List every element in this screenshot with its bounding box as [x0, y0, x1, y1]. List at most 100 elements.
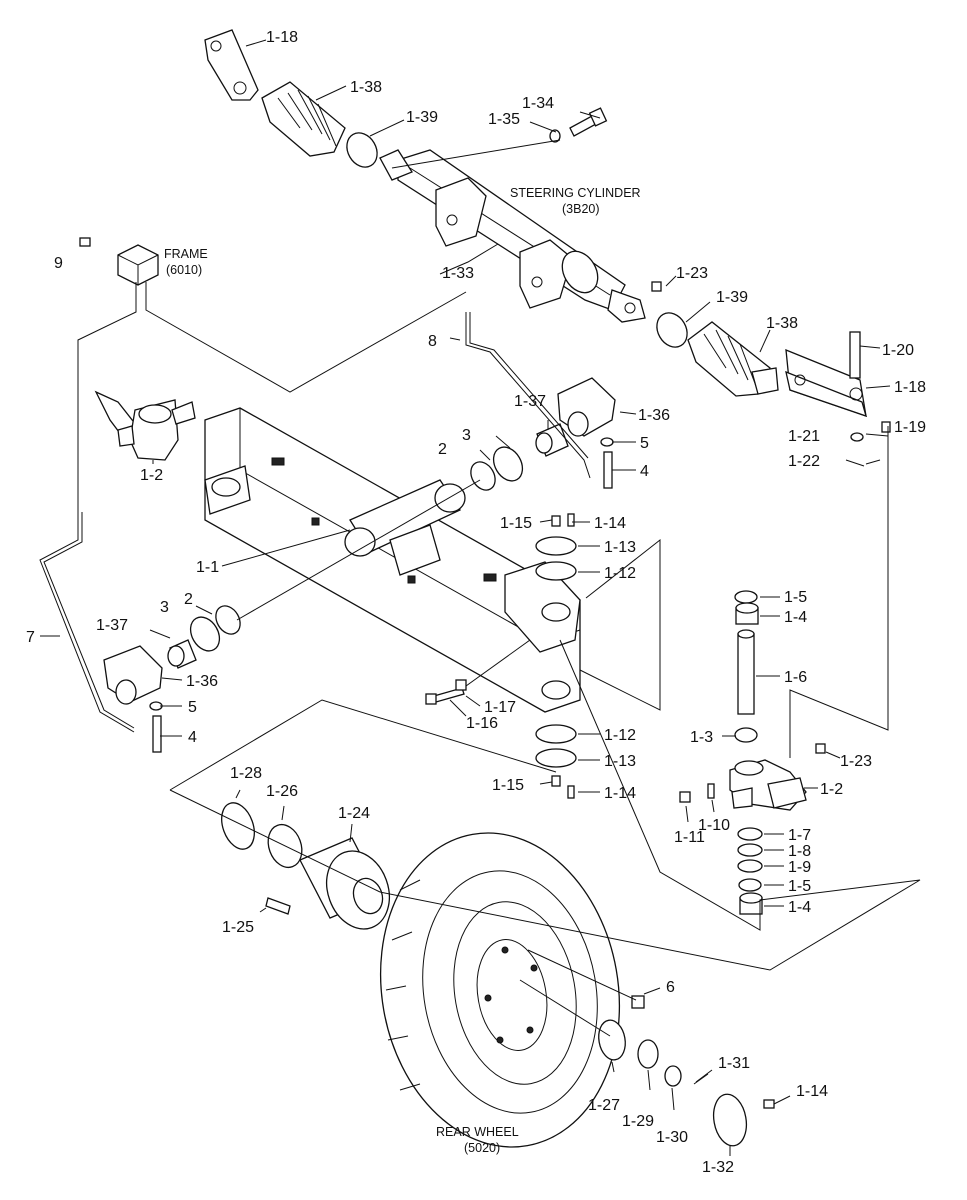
seal-2-upper [470, 461, 496, 491]
rear-wheel-label: REAR WHEEL [436, 1125, 519, 1139]
bolt-1-16 [425, 687, 465, 705]
callout-1-22: 1-22 [788, 453, 820, 470]
callout-4-upper: 4 [640, 463, 649, 480]
callout-1-23-right: 1-23 [840, 753, 872, 770]
callout-1-9: 1-9 [788, 859, 811, 876]
steering-cylinder-code: (3B20) [562, 202, 600, 216]
callout-6: 6 [666, 979, 675, 996]
cylinder-rod-left [379, 149, 413, 181]
knuckle-1-2-right [729, 759, 807, 811]
nipple-1-23-top [651, 281, 662, 292]
callout-1-32: 1-32 [702, 1159, 734, 1176]
callout-1-3: 1-3 [690, 729, 713, 746]
callout-1-14-lower: 1-14 [604, 785, 636, 802]
shim-1-7 [737, 827, 763, 841]
clamp-right [656, 312, 688, 348]
callout-1-12-upper: 1-12 [604, 565, 636, 582]
rear-wheel-code: (5020) [464, 1141, 500, 1155]
bushing-1-37-lower [167, 639, 197, 669]
bolt-9 [79, 237, 91, 247]
washer-1-35 [549, 129, 561, 143]
bearing-1-3 [734, 727, 758, 743]
seal-2-lower [215, 605, 241, 635]
callout-3-lower: 3 [160, 599, 169, 616]
callout-4-lower: 4 [188, 729, 197, 746]
washer-5-upper [600, 437, 614, 447]
nut-1-30 [664, 1065, 682, 1087]
callout-1-36-upper: 1-36 [638, 407, 670, 424]
bolt-4-upper [603, 451, 613, 489]
callout-5-upper: 5 [640, 435, 649, 452]
nipple-1-23-right [815, 743, 826, 754]
callout-1-4-lower: 1-4 [788, 899, 811, 916]
clamp-top-left [346, 132, 378, 168]
snap-ring-1-5-lower [738, 878, 762, 892]
axle-beam [204, 407, 581, 713]
callout-5-lower: 5 [188, 699, 197, 716]
cap-1-32 [712, 1093, 748, 1147]
callout-3-upper: 3 [462, 427, 471, 444]
bearing-1-4-lower [739, 892, 763, 915]
callout-1-33: 1-33 [442, 265, 474, 282]
callout-2-lower: 2 [184, 591, 193, 608]
seal-1-28 [221, 802, 255, 850]
callout-1-19: 1-19 [894, 419, 926, 436]
seal-3-upper [492, 446, 524, 482]
pin-1-20 [849, 331, 861, 379]
callout-1-7: 1-7 [788, 827, 811, 844]
callout-1-35: 1-35 [488, 111, 520, 128]
grease-nipple-1-19 [881, 421, 891, 433]
callout-8: 8 [428, 333, 437, 350]
nipple-1-15-upper [551, 515, 561, 527]
snap-ring-1-5-upper [734, 590, 758, 604]
callout-2-upper: 2 [438, 441, 447, 458]
washer-1-29 [637, 1039, 659, 1069]
callout-1-24: 1-24 [338, 805, 370, 822]
bolt-1-14-lower [567, 785, 575, 799]
bolt-4-lower [152, 715, 162, 753]
callout-1-31: 1-31 [718, 1055, 750, 1072]
bolt-1-10 [707, 783, 715, 799]
callout-1-12-lower: 1-12 [604, 727, 636, 744]
bearing-1-4-upper [735, 602, 759, 625]
steering-cylinder-assembly [379, 149, 646, 323]
callout-1-20: 1-20 [882, 342, 914, 359]
callout-1-38-right: 1-38 [766, 315, 798, 332]
cap-1-36-lower [103, 645, 163, 705]
callout-1-28: 1-28 [230, 765, 262, 782]
frame-block [117, 244, 159, 286]
callout-9: 9 [54, 255, 63, 272]
link-right [785, 348, 867, 418]
cotter-1-31 [693, 1073, 709, 1085]
callout-1-2-right: 1-2 [820, 781, 843, 798]
callout-labels: 1-18 1-38 1-39 1-34 1-35 STEERING CYLIND… [26, 29, 926, 1176]
callout-1-27: 1-27 [588, 1097, 620, 1114]
cylinder-mount-left [435, 177, 487, 247]
cotter-pin-1-22 [845, 459, 865, 467]
callout-1-6: 1-6 [784, 669, 807, 686]
callout-1-34: 1-34 [522, 95, 554, 112]
callout-1-8: 1-8 [788, 843, 811, 860]
callout-1-15-upper: 1-15 [500, 515, 532, 532]
steering-cylinder-label: STEERING CYLINDER [510, 186, 641, 200]
callout-1-14-cap: 1-14 [796, 1083, 828, 1100]
plate-1-12-lower [535, 724, 577, 744]
callout-1-39-top: 1-39 [406, 109, 438, 126]
callout-1-30: 1-30 [656, 1129, 688, 1146]
callout-1-38-top: 1-38 [350, 79, 382, 96]
callout-1-4-upper: 1-4 [784, 609, 807, 626]
boot-top-left [261, 81, 346, 157]
callout-1-5-upper: 1-5 [784, 589, 807, 606]
callout-1-26: 1-26 [266, 783, 298, 800]
plate-1-13-upper [535, 536, 577, 556]
callout-1-16: 1-16 [466, 715, 498, 732]
shim-1-8 [737, 843, 763, 857]
bolt-1-14-upper [567, 513, 575, 527]
leader-lines [40, 39, 921, 1156]
bolt-1-34 [569, 107, 608, 137]
cap-1-36-upper [557, 377, 616, 437]
callout-1-14-upper: 1-14 [594, 515, 626, 532]
callout-1-10: 1-10 [698, 817, 730, 834]
king-pin-1-6 [737, 629, 755, 715]
